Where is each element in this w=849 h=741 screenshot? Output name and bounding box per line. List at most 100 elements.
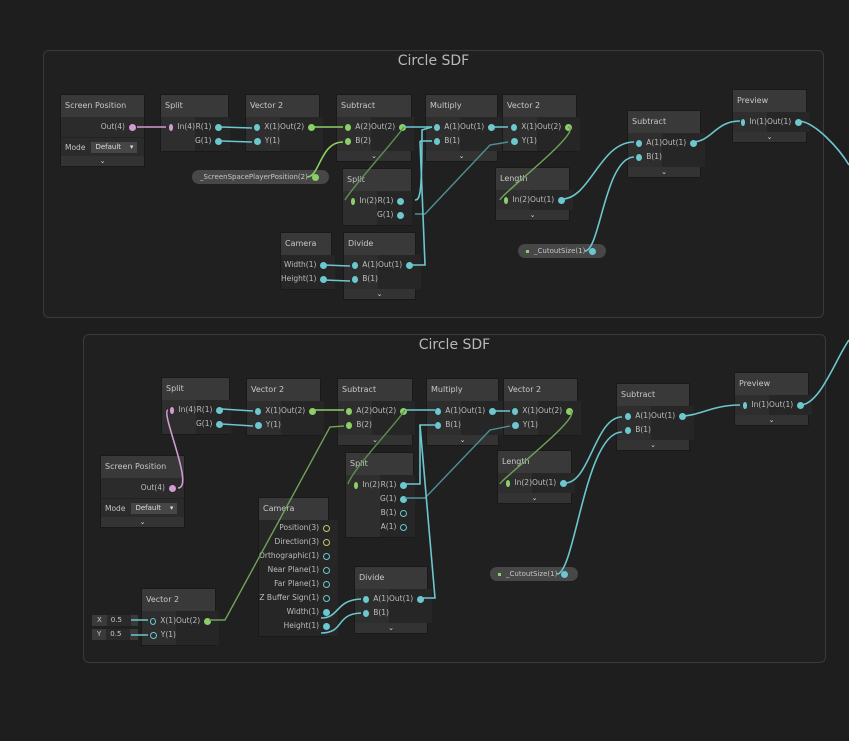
output-port[interactable] <box>309 407 317 415</box>
input-port[interactable] <box>363 609 370 617</box>
input-port[interactable] <box>254 123 261 131</box>
multiply-node[interactable]: Multiply A(1)B(1) Out(1) ⌄ <box>425 94 504 162</box>
input-port[interactable] <box>345 123 352 131</box>
output-port[interactable] <box>204 617 212 625</box>
output-port[interactable] <box>397 197 405 205</box>
input-port[interactable] <box>504 196 509 204</box>
vector2-node[interactable]: Vector 2 X(1)Y(1) Out(2) <box>141 588 220 646</box>
input-port[interactable] <box>741 118 746 126</box>
expand-icon[interactable]: ⌄ <box>355 623 427 633</box>
output-port[interactable] <box>400 523 408 531</box>
screen-space-player-position-property[interactable]: _ScreenSpacePlayerPosition(2) <box>192 170 329 184</box>
output-port[interactable] <box>488 123 496 131</box>
output-port[interactable] <box>320 275 328 283</box>
input-port[interactable] <box>512 407 519 415</box>
output-port[interactable] <box>323 566 331 574</box>
subtract-node[interactable]: Subtract A(1)B(1) Out(1) ⌄ <box>616 383 695 451</box>
input-port[interactable] <box>512 421 519 429</box>
preview-node[interactable]: Preview In(1) Out(1) ⌄ <box>734 372 813 426</box>
cutout-size-property[interactable]: _CutoutSize(1) <box>490 567 579 581</box>
input-port[interactable] <box>150 617 157 625</box>
output-port[interactable] <box>558 196 566 204</box>
input-port[interactable] <box>346 407 353 415</box>
output-port[interactable] <box>400 495 408 503</box>
output-port[interactable] <box>311 173 319 181</box>
mode-dropdown[interactable]: Default▾ <box>131 502 178 514</box>
output-port[interactable] <box>323 538 331 546</box>
x-value-input[interactable]: 0.5 <box>106 615 131 626</box>
camera-node[interactable]: Camera Position(3) Direction(3) Orthogra… <box>258 497 339 637</box>
expand-icon[interactable]: ⌄ <box>337 151 411 161</box>
expand-icon[interactable]: ⌄ <box>733 132 806 142</box>
input-port[interactable] <box>636 139 643 147</box>
input-port[interactable] <box>743 401 748 409</box>
output-port[interactable] <box>589 247 597 255</box>
input-port[interactable] <box>435 421 442 429</box>
output-port[interactable] <box>323 552 331 560</box>
input-port[interactable] <box>346 421 353 429</box>
output-port[interactable] <box>399 123 407 131</box>
input-port[interactable] <box>352 261 359 269</box>
split-node[interactable]: Split In(4) R(1)G(1) <box>161 377 232 435</box>
input-port[interactable] <box>170 406 175 414</box>
output-port[interactable] <box>400 407 408 415</box>
input-port[interactable] <box>169 123 174 131</box>
group-circle-sdf-1[interactable]: Circle SDF <box>43 50 824 318</box>
expand-icon[interactable]: ⌄ <box>61 156 144 166</box>
output-port[interactable] <box>323 594 331 602</box>
output-port[interactable] <box>215 123 223 131</box>
expand-icon[interactable]: ⌄ <box>498 493 571 503</box>
output-port[interactable] <box>566 407 574 415</box>
expand-icon[interactable]: ⌄ <box>338 435 412 445</box>
output-port[interactable] <box>417 595 425 603</box>
input-port[interactable] <box>636 153 643 161</box>
input-port[interactable] <box>150 631 157 639</box>
expand-icon[interactable]: ⌄ <box>617 440 689 450</box>
input-port[interactable] <box>434 137 441 145</box>
y-value-input[interactable]: 0.5 <box>106 629 131 640</box>
output-port[interactable] <box>308 123 316 131</box>
input-port[interactable] <box>435 407 442 415</box>
output-port[interactable] <box>679 412 687 420</box>
output-port[interactable] <box>561 570 569 578</box>
preview-node[interactable]: Preview In(1) Out(1) ⌄ <box>732 89 811 143</box>
vector2-node[interactable]: Vector 2 X(1)Y(1) Out(2) <box>246 378 325 436</box>
expand-icon[interactable]: ⌄ <box>427 435 498 445</box>
input-port[interactable] <box>351 197 356 205</box>
input-port[interactable] <box>506 479 511 487</box>
output-port[interactable] <box>320 261 328 269</box>
vector2-node[interactable]: Vector 2 X(1)Y(1) Out(2) <box>503 378 582 436</box>
output-port[interactable] <box>400 481 408 489</box>
split-node[interactable]: Split In(4) R(1)G(1) <box>160 94 231 152</box>
output-port[interactable] <box>795 118 803 126</box>
output-port[interactable] <box>560 479 568 487</box>
output-port[interactable] <box>690 139 698 147</box>
expand-icon[interactable]: ⌄ <box>496 210 569 220</box>
output-port[interactable] <box>565 123 573 131</box>
subtract-node[interactable]: Subtract A(2)B(2) Out(2) ⌄ <box>336 94 415 162</box>
input-port[interactable] <box>345 137 352 145</box>
output-port[interactable] <box>216 420 224 428</box>
input-port[interactable] <box>255 407 262 415</box>
cutout-size-property[interactable]: _CutoutSize(1) <box>518 244 607 258</box>
output-port[interactable] <box>215 137 223 145</box>
output-port[interactable] <box>797 401 805 409</box>
expand-icon[interactable]: ⌄ <box>735 415 808 425</box>
length-node[interactable]: Length In(2) Out(1) ⌄ <box>495 167 574 221</box>
input-port[interactable] <box>511 137 518 145</box>
output-port[interactable] <box>323 622 331 630</box>
expand-icon[interactable]: ⌄ <box>344 289 415 299</box>
multiply-node[interactable]: Multiply A(1)B(1) Out(1) ⌄ <box>426 378 505 446</box>
output-port[interactable] <box>169 484 176 492</box>
length-node[interactable]: Length In(2) Out(1) ⌄ <box>497 450 576 504</box>
input-port[interactable] <box>625 426 632 434</box>
camera-node[interactable]: Camera Width(1) Height(1) <box>280 232 336 290</box>
mode-dropdown[interactable]: Default▾ <box>91 141 138 153</box>
output-port[interactable] <box>323 608 331 616</box>
output-port[interactable] <box>216 406 224 414</box>
input-port[interactable] <box>363 595 370 603</box>
input-port[interactable] <box>255 421 262 429</box>
